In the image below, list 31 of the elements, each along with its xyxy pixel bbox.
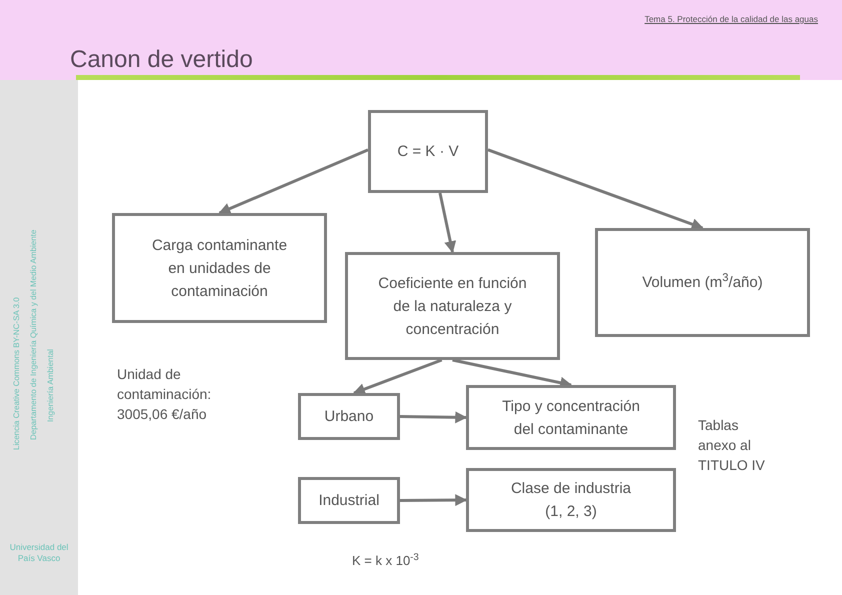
sidebar-vertical-text: Licencia Creative Commons BY-NC-SA 3.0 (11, 296, 22, 450)
sidebar-vertical-text: Departamento de Ingeniería Química y del Medio Ambiente (28, 228, 39, 440)
arrow (218, 148, 369, 214)
note-text: Unidad de contaminación: 3005,06 €/año (117, 365, 212, 424)
process-box (345, 252, 560, 360)
arrow (487, 148, 704, 230)
box-label: Clase de industria (1, 2, 3) (510, 479, 632, 522)
box-label: Carga contaminante en unidades de contaminación (150, 236, 288, 302)
note-text: K = k x 10$^{-3}$ (352, 551, 420, 570)
slide-title: Canon de vertido (70, 46, 253, 74)
box-label: C = K · V (397, 142, 459, 162)
process-box (112, 213, 327, 323)
arrow (352, 358, 442, 395)
box-label: Industrial (318, 491, 380, 511)
box-label: Urbano (324, 407, 374, 427)
box-label: Coeficiente en función de la naturaleza y concentración (377, 274, 528, 340)
header-link-text: Tema 5. Protección de la calidad de las aguas (644, 13, 818, 26)
arrow (400, 494, 468, 506)
process-box (595, 228, 810, 337)
arrow (400, 411, 468, 424)
arrow (438, 192, 456, 254)
box-label: Volumen (m$^{3}$/año) (642, 271, 763, 293)
university-name: Universidad del País Vasco (8, 542, 70, 564)
process-box (466, 468, 676, 532)
sidebar-vertical-text: Ingeniería Ambiental (45, 348, 56, 422)
process-box (298, 393, 400, 440)
box-label: Tipo y concentración del contaminante (501, 396, 641, 440)
process-box (466, 385, 676, 450)
note-text: Tablas anexo al TITULO IV (698, 416, 766, 475)
process-box (368, 110, 488, 193)
process-box (298, 477, 400, 524)
